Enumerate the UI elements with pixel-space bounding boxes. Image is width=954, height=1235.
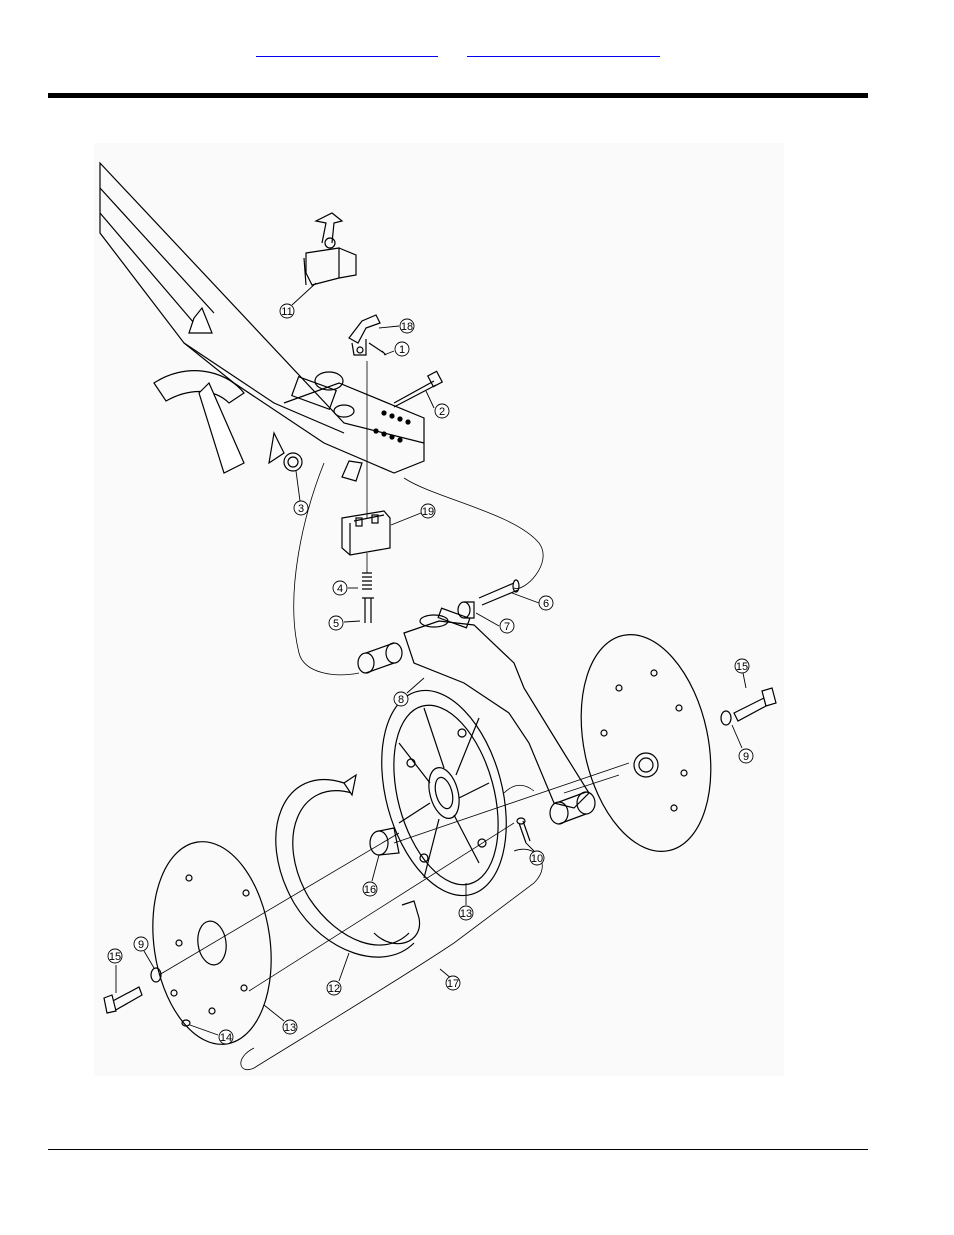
callout-11: 11 (280, 283, 316, 318)
callout-8: 8 (394, 678, 424, 706)
svg-text:2: 2 (439, 406, 445, 418)
svg-text:17: 17 (447, 978, 459, 990)
svg-text:19: 19 (422, 506, 434, 518)
svg-text:10: 10 (531, 853, 543, 865)
part-4-spring (362, 573, 372, 589)
callout-19: 19 (391, 504, 435, 525)
svg-text:8: 8 (398, 694, 404, 706)
part-6-pin (479, 580, 519, 605)
part-15-bolt-right (734, 688, 776, 721)
part-13-wheel-disc (361, 677, 527, 910)
callout-10: 10 (526, 843, 544, 865)
exploded-view-drawing: 1 2 3 4 5 6 7 8 9 9 10 11 12 13 13 14 15… (94, 143, 784, 1076)
callout-17: 17 (440, 969, 460, 990)
frame-arm (100, 163, 424, 481)
callout-4: 4 (333, 581, 358, 595)
header-link-1[interactable] (256, 40, 438, 57)
callout-2: 2 (426, 391, 449, 418)
svg-text:4: 4 (337, 583, 343, 595)
callout-9-right: 9 (732, 725, 753, 763)
svg-text:16: 16 (364, 884, 376, 896)
callout-13-upper: 13 (459, 883, 473, 920)
callout-3: 3 (294, 471, 308, 515)
header-link-2[interactable] (467, 40, 660, 57)
part-15-bolt-left (104, 987, 142, 1013)
svg-text:13: 13 (460, 908, 472, 920)
svg-text:18: 18 (401, 321, 413, 333)
svg-text:3: 3 (298, 503, 304, 515)
wheel-disc-right (562, 623, 729, 864)
part-2-bolt (394, 371, 442, 407)
svg-text:15: 15 (736, 661, 748, 673)
part-18-handle (349, 315, 386, 355)
parts-diagram: 1 2 3 4 5 6 7 8 9 9 10 11 12 13 13 14 15… (94, 143, 784, 1076)
part-13-wheel-disc-lower (140, 834, 283, 1052)
callout-13-lower: 13 (264, 1005, 297, 1034)
svg-text:13: 13 (284, 1022, 296, 1034)
callout-5: 5 (329, 616, 360, 630)
svg-text:7: 7 (504, 621, 510, 633)
part-10-screw (517, 818, 530, 843)
callout-18: 18 (379, 319, 414, 333)
svg-text:12: 12 (328, 983, 340, 995)
part-11-block (304, 213, 356, 285)
part-8-arm (358, 608, 595, 824)
svg-text:9: 9 (743, 751, 749, 763)
callout-9-left: 9 (134, 937, 154, 968)
bottom-rule (48, 1149, 868, 1150)
svg-text:15: 15 (109, 951, 121, 963)
callout-15-left: 15 (108, 949, 122, 993)
callout-6: 6 (512, 593, 553, 610)
svg-text:11: 11 (281, 306, 292, 318)
svg-text:9: 9 (138, 939, 144, 951)
part-9-washer-right (721, 711, 731, 725)
svg-text:14: 14 (220, 1032, 232, 1044)
svg-text:1: 1 (399, 344, 405, 356)
callout-7: 7 (476, 613, 514, 633)
top-rule (48, 93, 868, 98)
svg-text:6: 6 (543, 598, 549, 610)
part-5-pin (362, 598, 374, 623)
callout-16: 16 (363, 855, 379, 896)
svg-text:5: 5 (333, 618, 339, 630)
callout-1: 1 (384, 342, 409, 356)
callout-15-right: 15 (735, 659, 749, 688)
part-19-block (342, 511, 390, 555)
callout-12: 12 (327, 953, 349, 995)
